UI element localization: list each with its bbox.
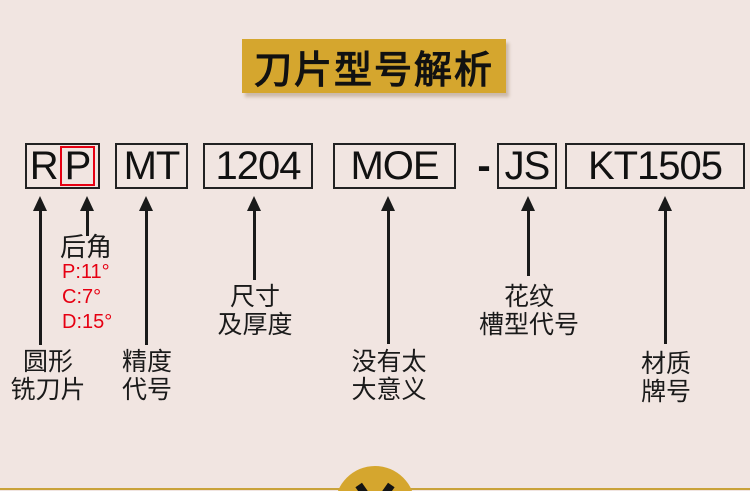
code-segment-p-highlight: P	[59, 143, 96, 188]
code-box-rp: R P	[25, 143, 100, 189]
arrow-shaft	[663, 211, 667, 344]
code-box-1204: 1204	[203, 143, 313, 189]
arrow-shaft	[144, 211, 148, 345]
arrowhead-icon	[80, 196, 94, 211]
arrow-shaft	[386, 211, 390, 344]
code-segment-p: P	[64, 143, 92, 188]
arrow-up-groove	[521, 196, 535, 276]
chevron-down-icon	[355, 482, 375, 491]
arrowhead-icon	[658, 196, 672, 211]
label-groove-code: 花纹 槽型代号	[464, 283, 594, 339]
arrow-up-size	[247, 196, 261, 280]
code-segment-js: JS	[504, 143, 551, 188]
relief-angle-values: P:11° C:7° D:15°	[62, 260, 112, 335]
label-line: 铣刀片	[10, 376, 86, 404]
arrow-up-relief-angle	[80, 196, 94, 236]
label-line: 没有太	[351, 348, 427, 376]
arrowhead-icon	[139, 196, 153, 211]
label-line: 槽型代号	[478, 311, 579, 339]
label-line: 牌号	[640, 378, 691, 406]
arrow-up-precision	[139, 196, 153, 345]
arrowhead-icon	[33, 196, 47, 211]
label-relief-angle: 后角	[59, 232, 112, 262]
label-material-grade: 材质 牌号	[618, 350, 714, 406]
code-box-mt: MT	[115, 143, 188, 189]
arrow-shaft	[85, 211, 89, 236]
code-box-kt1505: KT1505	[565, 143, 745, 189]
label-round-mill-insert: 圆形 铣刀片	[0, 348, 96, 404]
relief-value-c: C:7°	[62, 286, 102, 308]
arrowhead-icon	[247, 196, 261, 211]
arrow-up-material	[658, 196, 672, 344]
label-line: 大意义	[351, 376, 427, 404]
relief-value-d: D:15°	[62, 311, 113, 333]
code-segment-r: R	[29, 143, 59, 188]
arrow-shaft	[252, 211, 256, 280]
label-line: 材质	[640, 350, 691, 378]
code-segment-moe: MOE	[350, 143, 439, 188]
chevron-down-icon	[375, 482, 395, 491]
relief-value-p: P:11°	[62, 261, 110, 283]
label-line: 尺寸	[229, 283, 280, 311]
label-precision-code: 精度 代号	[99, 348, 195, 404]
label-no-meaning: 没有太 大意义	[341, 348, 437, 404]
code-dash: -	[477, 143, 491, 188]
arrow-shaft	[526, 211, 530, 276]
label-line: 花纹	[503, 283, 554, 311]
label-size-thickness: 尺寸 及厚度	[207, 283, 303, 339]
arrow-shaft	[38, 211, 42, 345]
arrow-up-meaning	[381, 196, 395, 344]
arrowhead-icon	[521, 196, 535, 211]
label-line: 及厚度	[217, 311, 293, 339]
scroll-down-badge	[335, 466, 415, 491]
label-line: 精度	[121, 348, 172, 376]
label-line: 圆形	[22, 348, 73, 376]
code-segment-mt: MT	[123, 143, 181, 188]
title-banner: 刀片型号解析	[242, 39, 506, 93]
code-segment-kt1505: KT1505	[587, 143, 723, 188]
code-box-moe: MOE	[333, 143, 456, 189]
arrowhead-icon	[381, 196, 395, 211]
label-line: 代号	[121, 376, 172, 404]
page-title: 刀片型号解析	[253, 49, 494, 92]
code-box-js: JS	[497, 143, 557, 189]
code-segment-1204: 1204	[215, 143, 302, 188]
arrow-up-round-insert	[33, 196, 47, 345]
